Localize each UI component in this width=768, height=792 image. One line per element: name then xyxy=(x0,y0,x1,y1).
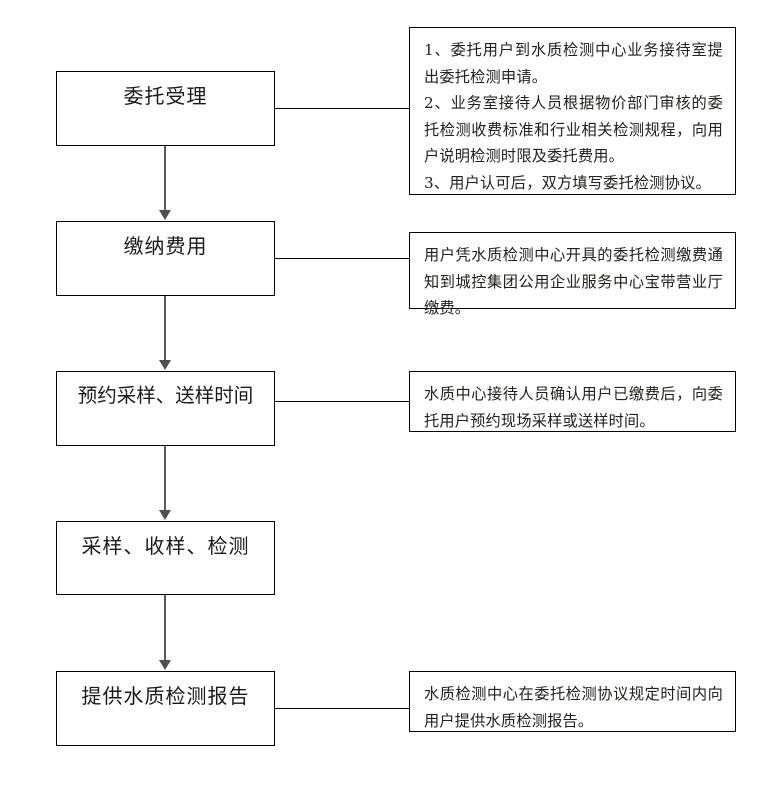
note-text-step-3: 水质中心接待人员确认用户已缴费后，向委托用户预约现场采样或送样时间。 xyxy=(424,385,723,430)
connector-step-1-to-note-1 xyxy=(275,108,409,109)
note-box-step-1[interactable]: 1、委托用户到水质检测中心业务接待室提出委托检测申请。 2、业务室接待人员根据物… xyxy=(409,27,736,195)
arrow-head-step-3-to-step-4 xyxy=(158,510,171,520)
connector-step-5-to-note-5 xyxy=(275,708,409,709)
arrow-head-step-1-to-step-2 xyxy=(158,210,171,220)
note-text-step-5: 水质检测中心在委托检测协议规定时间内向用户提供水质检测报告。 xyxy=(424,685,723,730)
process-box-step-1[interactable]: 委托受理 xyxy=(56,71,275,146)
note-text-step-2: 用户凭水质检测中心开具的委托检测缴费通知到城控集团公用企业服务中心宝带营业厅缴费… xyxy=(424,246,723,317)
arrow-head-step-2-to-step-3 xyxy=(158,360,171,370)
arrow-line-step-3-to-step-4 xyxy=(164,446,166,511)
process-box-step-4[interactable]: 采样、收样、检测 xyxy=(56,521,275,595)
connector-step-2-to-note-2 xyxy=(275,258,409,259)
process-label-step-4: 采样、收样、检测 xyxy=(81,534,250,558)
process-label-step-3: 预约采样、送样时间 xyxy=(77,384,254,407)
process-label-step-2: 缴纳费用 xyxy=(123,234,208,258)
note-box-step-3[interactable]: 水质中心接待人员确认用户已缴费后，向委托用户预约现场采样或送样时间。 xyxy=(409,371,736,432)
arrow-line-step-4-to-step-5 xyxy=(164,595,166,661)
process-box-step-5[interactable]: 提供水质检测报告 xyxy=(56,671,275,746)
process-box-step-3[interactable]: 预约采样、送样时间 xyxy=(56,371,275,446)
note-text-step-1: 1、委托用户到水质检测中心业务接待室提出委托检测申请。 2、业务室接待人员根据物… xyxy=(424,41,723,192)
arrow-line-step-1-to-step-2 xyxy=(164,146,166,211)
arrow-line-step-2-to-step-3 xyxy=(164,296,166,361)
process-label-step-1: 委托受理 xyxy=(123,84,208,108)
connector-step-3-to-note-3 xyxy=(275,401,409,402)
process-box-step-2[interactable]: 缴纳费用 xyxy=(56,221,275,296)
note-box-step-2[interactable]: 用户凭水质检测中心开具的委托检测缴费通知到城控集团公用企业服务中心宝带营业厅缴费… xyxy=(409,232,736,317)
note-box-step-5[interactable]: 水质检测中心在委托检测协议规定时间内向用户提供水质检测报告。 xyxy=(409,671,736,732)
arrow-head-step-4-to-step-5 xyxy=(158,660,171,670)
process-label-step-5: 提供水质检测报告 xyxy=(81,684,250,708)
